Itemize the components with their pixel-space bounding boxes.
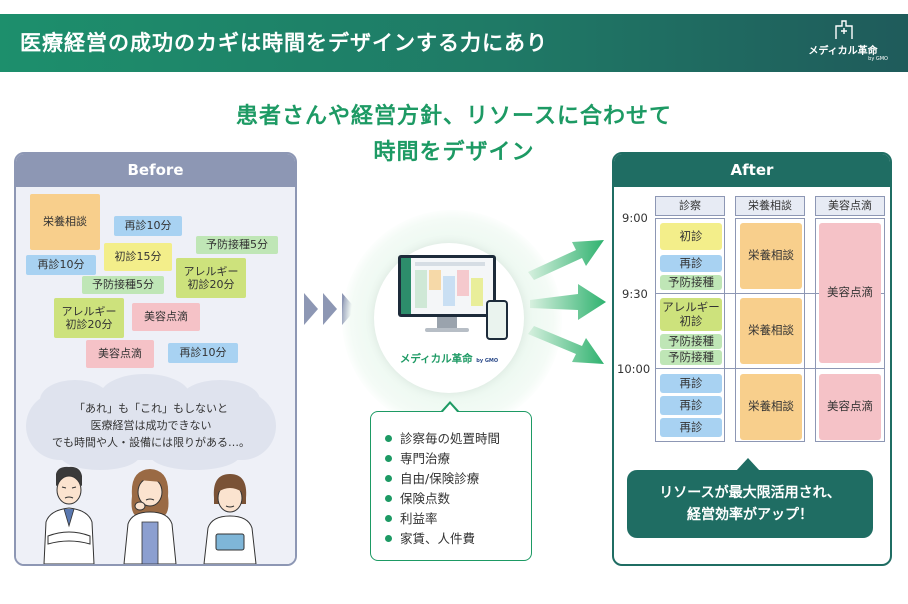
logo-text: メディカル革命 [808, 46, 878, 57]
factor-item: 利益率 [385, 508, 438, 527]
schedule-block: 美容点滴 [819, 223, 881, 363]
schedule-block: 再診 [660, 396, 722, 415]
before-title: Before [16, 154, 295, 187]
brand-logo: メディカル革命 by GMO [798, 20, 888, 66]
product-brand-name: メディカル革命 [399, 353, 473, 365]
callout-line-1: リソースが最大限活用され、 [659, 485, 841, 501]
schedule-chip: 再診10分 [168, 343, 238, 363]
monitor-icon [398, 255, 496, 317]
callout-line-2: 経営効率がアップ！ [687, 507, 813, 523]
title-banner [0, 14, 908, 72]
doctor-illustration [43, 466, 95, 564]
staff-illustration [123, 469, 177, 564]
schedule-block: 再診 [660, 418, 722, 437]
chevron-right-icon [323, 293, 337, 325]
factor-list: 診察毎の処置時間 専門治療 自由/保険診療 保険点数 利益率 家賃、人件費 [370, 411, 532, 561]
column-header-drip: 美容点滴 [815, 196, 885, 216]
thought-line-3: でも時間や人・設備には限りがある…。 [52, 436, 250, 449]
schedule-chip: 美容点滴 [132, 303, 200, 331]
schedule-chip: 初診15分 [104, 243, 172, 271]
schedule-block: 栄養相談 [740, 298, 802, 364]
thought-line-1: 「あれ」も「これ」もしないと [74, 402, 228, 415]
column-header-consultation: 診察 [655, 196, 725, 216]
product-brand-by: by GMO [476, 358, 499, 364]
schedule-chip: 栄養相談 [30, 194, 100, 250]
time-label: 10:00 [617, 362, 651, 376]
page-title: 医療経営の成功のカギは時間をデザインする力にあり [20, 31, 548, 55]
schedule-chip: アレルギー 初診20分 [54, 298, 124, 338]
after-title: After [614, 154, 890, 187]
chevron-right-icon [304, 293, 318, 325]
schedule-block: 再診 [660, 255, 722, 272]
schedule-block: 再診 [660, 374, 722, 393]
thought-line-2: 医療経営は成功できない [90, 419, 212, 432]
schedule-chip: 美容点滴 [86, 340, 154, 368]
schedule-block: 栄養相談 [740, 223, 802, 289]
schedule-block: 初診 [660, 223, 722, 250]
time-label: 9:00 [622, 211, 648, 225]
schedule-chip: 再診10分 [114, 216, 182, 236]
schedule-chip: 予防接種5分 [196, 236, 278, 254]
factor-item: 自由/保険診療 [385, 468, 479, 487]
product-brand: メディカル革命 by GMO [374, 351, 524, 366]
thought-cloud: 「あれ」も「これ」もしないと 医療経営は成功できない でも時間や人・設備には限り… [26, 392, 276, 460]
hospital-logo-icon [835, 20, 853, 39]
factor-item: 診察毎の処置時間 [385, 428, 500, 447]
schedule-block: 美容点滴 [819, 374, 881, 440]
schedule-block: 栄養相談 [740, 374, 802, 440]
factor-item: 専門治療 [385, 448, 450, 467]
schedule-block: アレルギー 初診 [660, 298, 722, 331]
green-arrows-icon [528, 240, 606, 364]
time-label: 9:30 [622, 287, 648, 301]
factor-item: 保険点数 [385, 488, 450, 507]
schedule-block: 予防接種 [660, 334, 722, 349]
headline-line-1: 患者さんや経営方針、リソースに合わせて [236, 104, 672, 129]
schedule-block: 予防接種 [660, 350, 722, 365]
result-callout: リソースが最大限活用され、 経営効率がアップ！ [627, 470, 873, 538]
phone-icon [486, 300, 508, 340]
factor-item: 家賃、人件費 [385, 528, 475, 547]
schedule-chip: 再診10分 [26, 255, 96, 275]
schedule-chip: アレルギー 初診20分 [176, 258, 246, 298]
schedule-chip: 予防接種5分 [82, 276, 164, 294]
headline-line-2: 時間をデザイン [373, 140, 535, 165]
logo-by: by GMO [868, 56, 888, 62]
column-header-nutrition: 栄養相談 [735, 196, 805, 216]
schedule-block: 予防接種 [660, 275, 722, 290]
nurse-illustration [203, 474, 257, 564]
